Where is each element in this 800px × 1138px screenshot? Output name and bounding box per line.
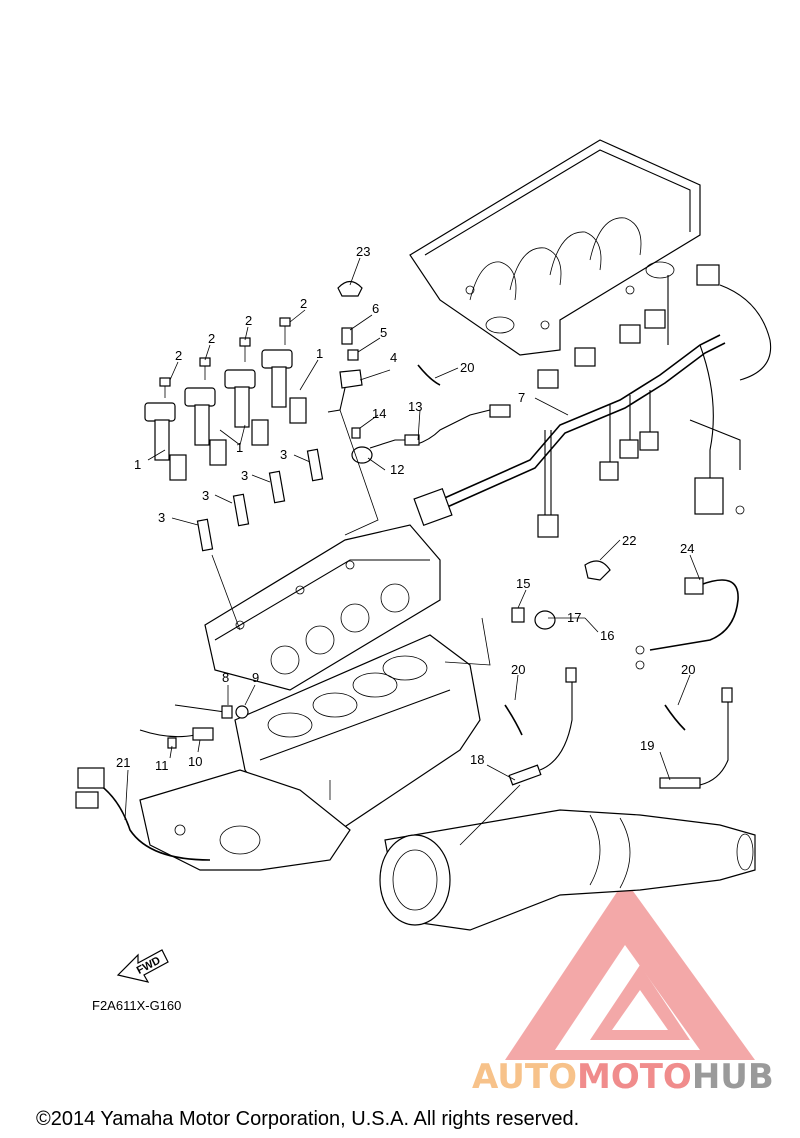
callout-15: 15 [516,576,530,591]
ignition-coils [144,317,307,481]
callout-1: 1 [316,346,323,361]
watermark-auto: AUTOMOTOHUB [472,1057,774,1097]
cylinder-head [204,524,441,691]
callout-3: 3 [158,510,165,525]
callout-3: 3 [202,488,209,503]
callout-3: 3 [280,447,287,462]
callout-8: 8 [222,670,229,685]
callout-1: 1 [134,457,141,472]
exhaust-pipe [379,809,756,931]
callout-12: 12 [390,462,404,477]
callout-2: 2 [245,313,252,328]
fwd-arrow-icon: FWD [116,949,169,983]
callout-21: 21 [116,755,130,770]
callout-14: 14 [372,406,386,421]
watermark-logo [505,880,755,1060]
callouts: 23 2 2 2 2 6 5 1 1 1 4 20 13 14 12 7 3 3… [116,244,695,773]
leader-lines [124,257,701,846]
callout-2: 2 [208,331,215,346]
copyright-notice: ©2014 Yamaha Motor Corporation, U.S.A. A… [36,1108,579,1130]
callout-13: 13 [408,399,422,414]
callout-17: 17 [567,610,581,625]
callout-1: 1 [236,440,243,455]
callout-3: 3 [241,468,248,483]
drawing-code: F2A611X-G160 [92,998,181,1013]
exhaust-manifold-housing [409,139,701,356]
callout-2: 2 [300,296,307,311]
callout-4: 4 [390,350,397,365]
callout-16: 16 [600,628,614,643]
callout-11: 11 [155,758,169,773]
callout-20: 20 [460,360,474,375]
callout-10: 10 [188,754,202,769]
callout-5: 5 [380,325,387,340]
callout-18: 18 [470,752,484,767]
callout-19: 19 [640,738,654,753]
callout-20: 20 [511,662,525,677]
callout-24: 24 [680,541,694,556]
fwd-label: FWD [135,954,163,976]
callout-2: 2 [175,348,182,363]
callout-22: 22 [622,533,636,548]
callout-20: 20 [681,662,695,677]
callout-6: 6 [372,301,379,316]
callout-7: 7 [518,390,525,405]
wire-harness [413,264,772,538]
callout-9: 9 [252,670,259,685]
callout-23: 23 [356,244,370,259]
intake-manifold [139,769,351,871]
spark-plugs [196,448,324,552]
